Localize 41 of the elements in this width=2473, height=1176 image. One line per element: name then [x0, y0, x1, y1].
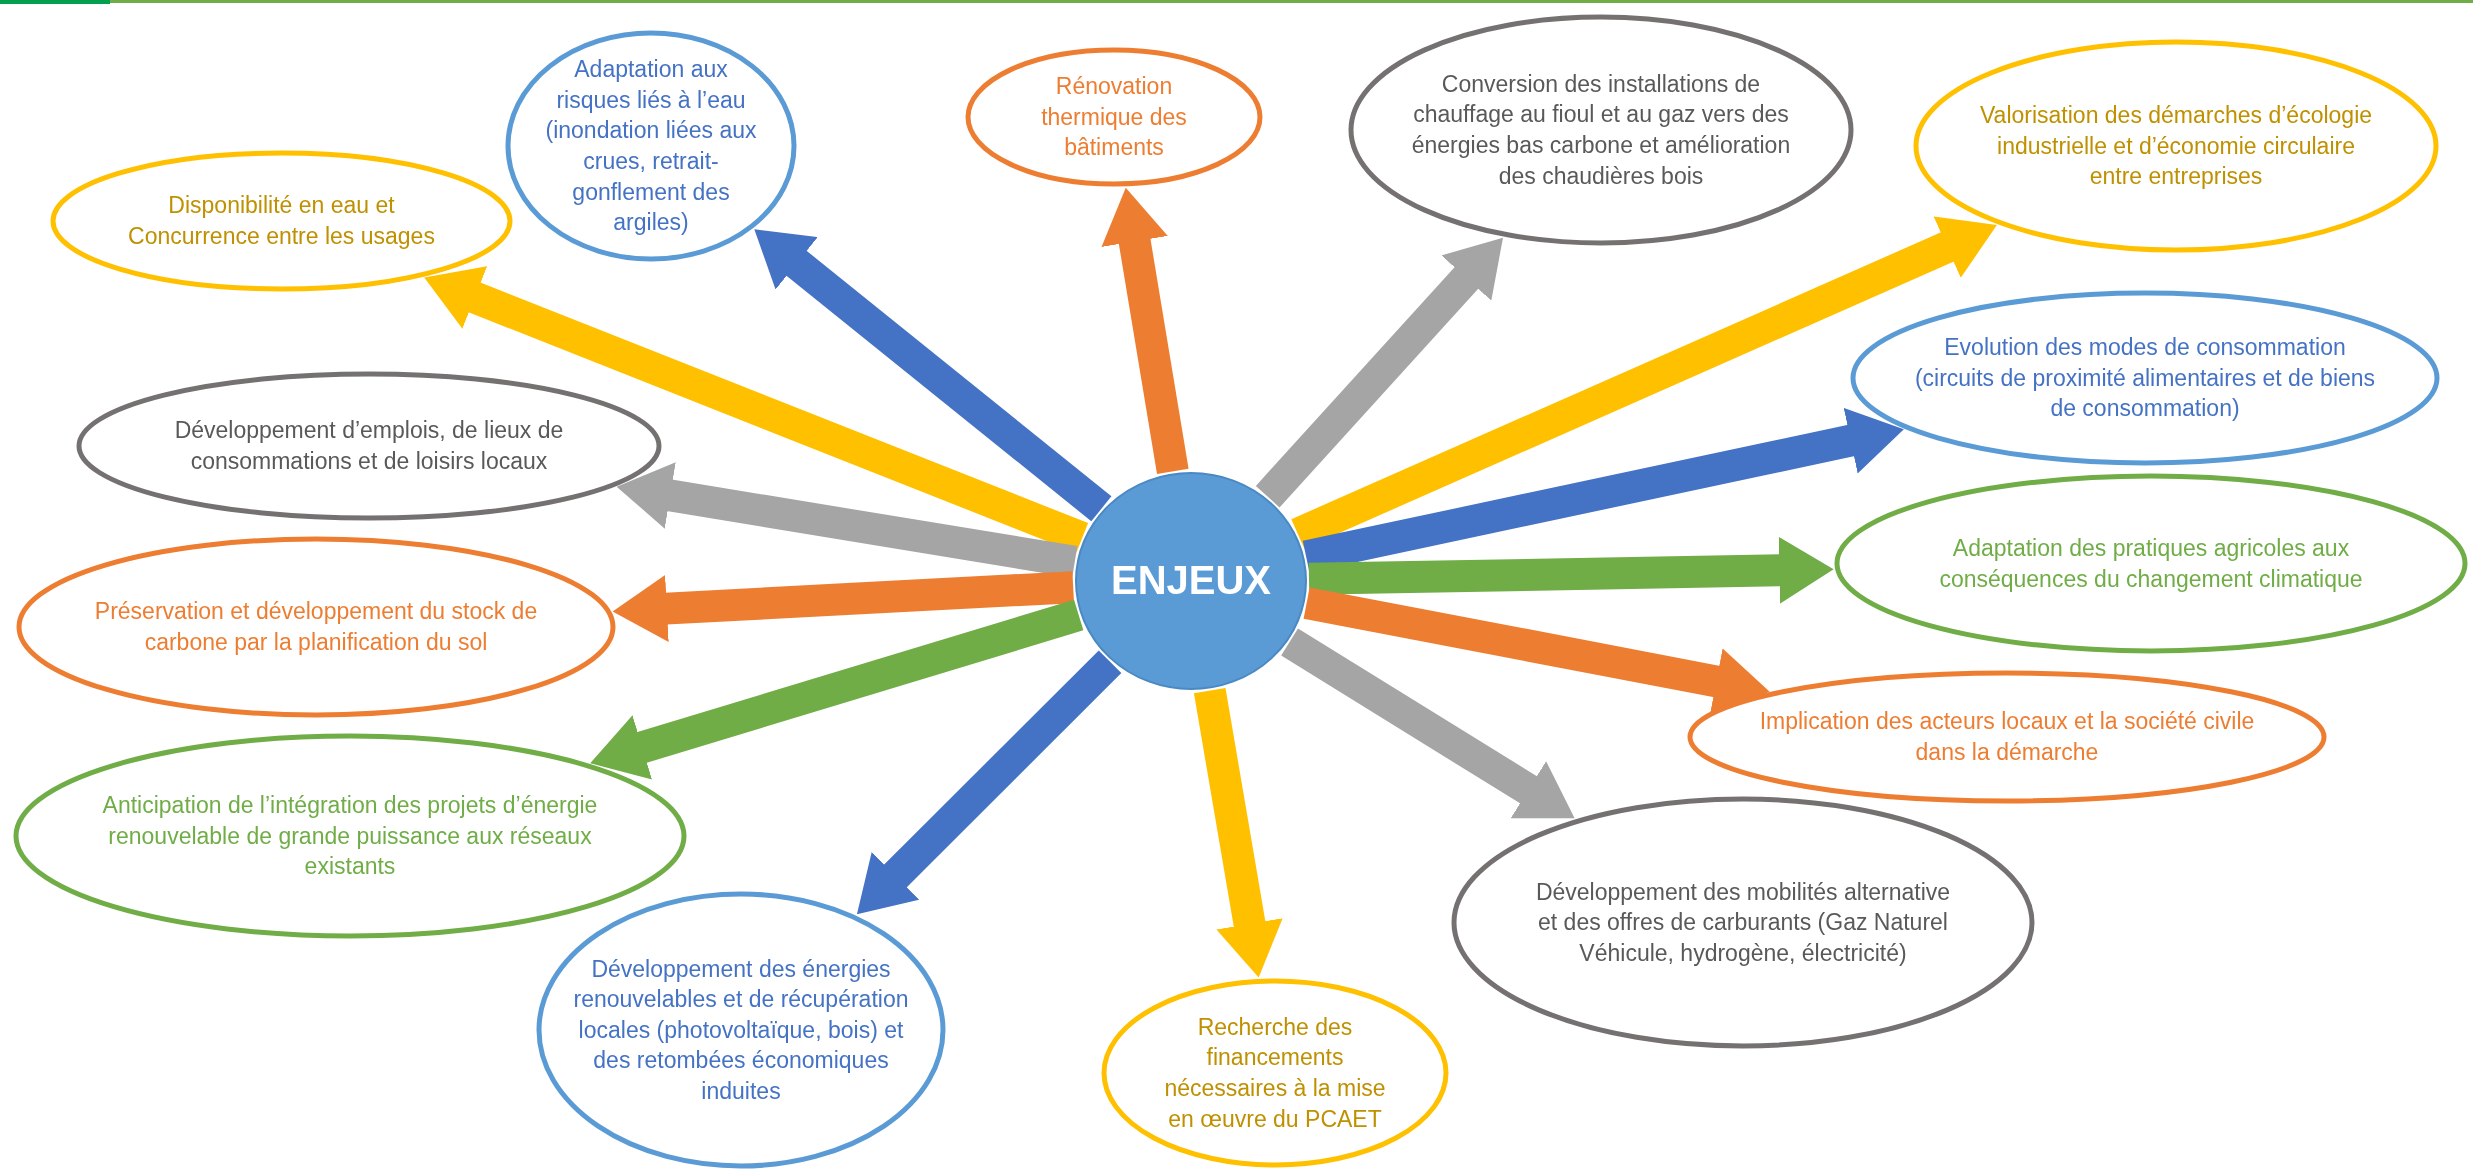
arrow — [1101, 187, 1189, 474]
oval-text: Anticipation de l’intégration des projets d’énergie renouvelable de grande puissance aux réseaux existants — [101, 791, 599, 882]
oval-text: Adaptation aux risques liés à l’eau (inondation liées aux crues, retrait-gonflement des argiles) — [544, 55, 758, 238]
oval-text: Préservation et développement du stock de carbone par la planification du sol — [93, 597, 539, 657]
oval-node — [76, 371, 662, 521]
oval-text: Conversion des installations de chauffage au fioul et au gaz vers des énergies bas carbone et amélioration des chaudières bois — [1410, 69, 1792, 191]
oval-text: Evolution des modes de consommation (circuits de proximité alimentaires et de biens de consommation) — [1913, 333, 2377, 424]
arrow — [856, 650, 1122, 915]
oval-text: Développement d’emplois, de lieux de consommations et de loisirs locaux — [173, 416, 565, 476]
center-circle — [1073, 470, 1309, 692]
oval-text: Adaptation des pratiques agricoles aux conséquences du changement climatique — [1938, 533, 2364, 594]
arrow — [754, 229, 1112, 522]
oval-node — [1850, 290, 2440, 466]
oval-text: Développement des énergies renouvelables et de récupération locales (photovoltaïque, bois) et des retombées économiques induites — [572, 954, 910, 1106]
oval-text: Rénovation thermique des bâtiments — [1040, 72, 1188, 163]
arrow — [424, 266, 1089, 553]
arrow — [1291, 216, 1997, 549]
oval-text: Développement des mobilités alternative et des offres de carburants (Gaz Naturel Véhicule, hydrogène, électricité) — [1534, 877, 1952, 968]
oval-node — [1101, 978, 1449, 1168]
oval-text: Implication des acteurs locaux et la société civile dans la démarche — [1758, 707, 2256, 767]
oval-node — [1834, 473, 2468, 654]
arrow — [590, 599, 1084, 780]
arrow — [1255, 237, 1503, 508]
oval-text: Disponibilité en eau et Concurrence entre les usages — [127, 191, 436, 251]
oval-node — [505, 30, 797, 262]
oval-node — [965, 47, 1263, 187]
arrow — [1281, 628, 1575, 819]
arrow — [1308, 536, 1834, 604]
oval-node — [1348, 14, 1854, 246]
arrow — [1193, 687, 1283, 978]
oval-node — [13, 733, 687, 939]
oval-node — [1913, 39, 2439, 253]
oval-node — [536, 891, 946, 1169]
oval-node — [1451, 796, 2035, 1049]
oval-node — [16, 536, 616, 718]
oval-node — [50, 150, 513, 292]
oval-node — [1687, 670, 2327, 804]
arrow — [612, 571, 1075, 643]
center-title: ENJEUX — [1110, 557, 1272, 605]
oval-text: Valorisation des démarches d’écologie industrielle et d’économie circulaire entre entreprises — [1978, 101, 2374, 192]
oval-text: Recherche des financements nécessaires à la mise en œuvre du PCAET — [1163, 1012, 1387, 1134]
